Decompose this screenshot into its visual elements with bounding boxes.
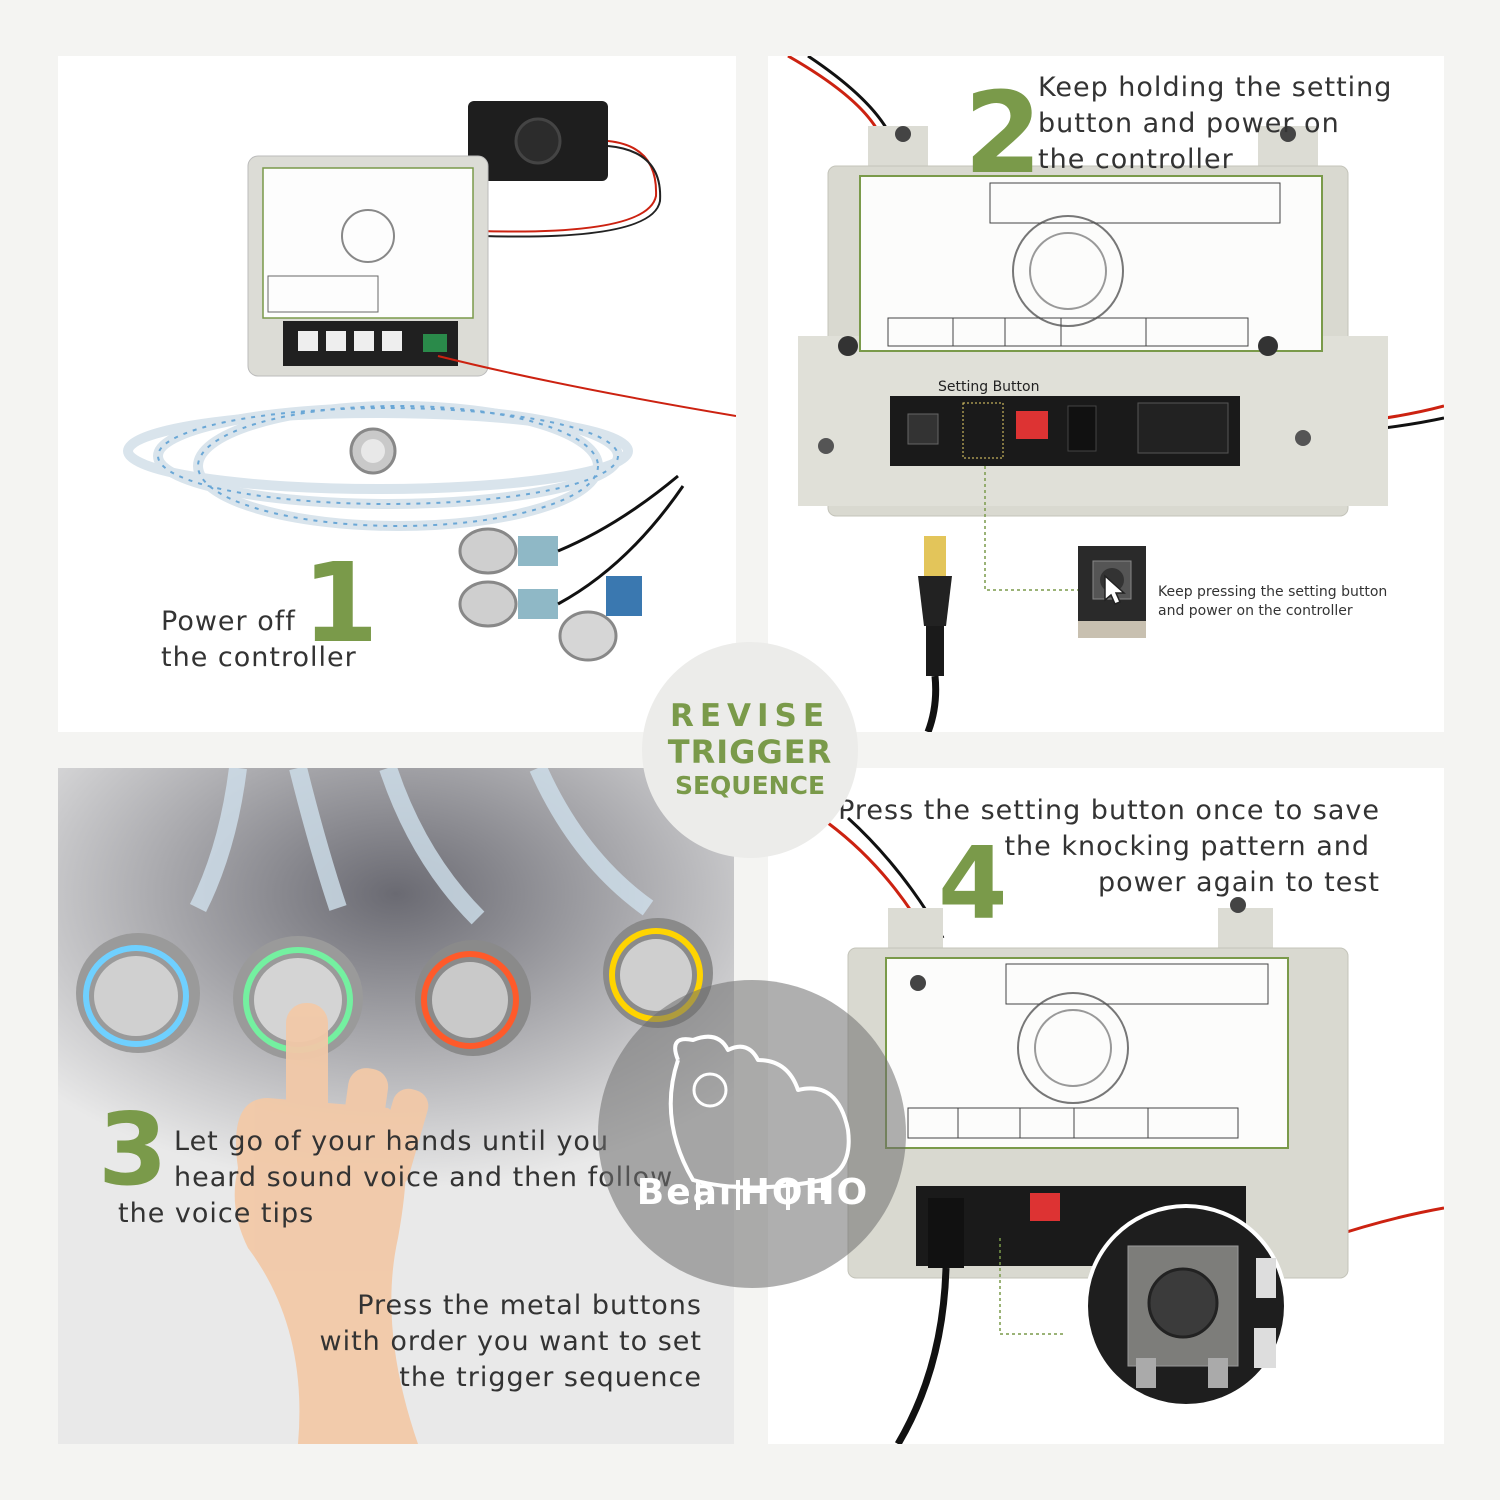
revise-trigger-sequence-badge: REVISE TRIGGER SEQUENCE — [642, 642, 858, 858]
brand-logo-circle — [598, 980, 906, 1288]
step2-note-line1: Keep pressing the setting button — [1158, 584, 1388, 600]
step4-line2: the knocking pattern and — [1004, 831, 1370, 862]
step1-number: 1 — [302, 539, 379, 667]
dc-plug-icon — [894, 1198, 964, 1444]
metal-buttons-group-icon — [458, 474, 685, 662]
step3-press-line3: the trigger sequence — [399, 1362, 702, 1393]
step2-panel: 2 Keep holding the setting button and po… — [768, 56, 1444, 732]
step1-line1: Power off — [161, 606, 296, 637]
step1-panel: 1 Power off the controller — [58, 56, 736, 732]
setting-button-label: Setting Button — [938, 379, 1040, 395]
setting-button-closeup-icon — [1078, 546, 1146, 638]
controller-box-icon — [847, 897, 1349, 1279]
red-ring-button-icon — [415, 940, 531, 1056]
step4-number: 4 — [938, 825, 1008, 942]
badge-line1: REVISE — [669, 698, 831, 734]
step3-line1: Let go of your hands until you — [174, 1126, 610, 1157]
controller-box-icon — [247, 155, 489, 377]
lit-buttons-illustration — [58, 768, 734, 1444]
step2-line2: button and power on — [1038, 108, 1340, 139]
step2-line3: the controller — [1038, 144, 1234, 175]
step3-panel: 3 Let go of your hands until you heard s… — [58, 768, 734, 1444]
step2-note-line2: and power on the controller — [1158, 603, 1353, 619]
dc-plug-icon — [918, 536, 952, 732]
step1-line2: the controller — [161, 642, 357, 673]
step4-panel: 4 Press the setting button once to save … — [768, 768, 1444, 1444]
step3-number: 3 — [98, 1091, 168, 1208]
controller-box-icon — [798, 126, 1388, 517]
setting-button-magnifier-icon — [1084, 1204, 1288, 1408]
step4-line3: power again to test — [1098, 867, 1380, 898]
controller-kit-illustration — [123, 101, 736, 662]
step3-line2: heard sound voice and then follow — [174, 1162, 674, 1193]
green-ring-button-icon — [233, 936, 363, 1060]
step3-line3: the voice tips — [118, 1198, 315, 1229]
hand-icon — [234, 1003, 429, 1444]
step3-press-line1: Press the metal buttons — [357, 1290, 702, 1321]
bear-logo-icon — [668, 1034, 851, 1210]
controller-save-illustration — [827, 816, 1444, 1444]
brand-name: BeaгHOHO — [636, 1172, 870, 1213]
step2-number: 2 — [964, 69, 1042, 199]
badge-line3: SEQUENCE — [674, 771, 826, 800]
controller-setting-illustration — [787, 56, 1444, 732]
badge-line2: TRIGGER — [667, 733, 833, 771]
metal-button-icon — [349, 427, 397, 475]
blue-ring-button-icon — [76, 933, 200, 1053]
step3-press-line2: with order you want to set — [319, 1326, 702, 1357]
step2-line1: Keep holding the setting — [1038, 72, 1393, 103]
step4-line1: Press the setting button once to save — [838, 795, 1380, 826]
